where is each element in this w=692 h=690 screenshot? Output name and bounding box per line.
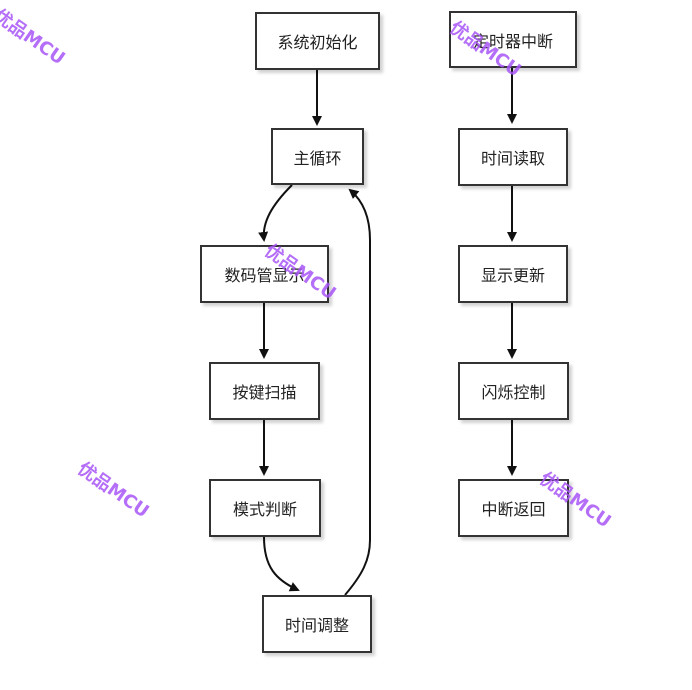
node-key-scan: 按键扫描 [209,362,320,420]
edge-modejudge-to-timeadjust [263,536,300,592]
node-timer-interrupt: 定时器中断 [449,11,577,68]
node-display: 数码管显示 [200,245,329,303]
node-interrupt-return: 中断返回 [458,479,569,537]
edge-mainloop-to-display [258,184,293,242]
edge-timeadjust-to-mainloop [344,188,371,596]
node-time-read: 时间读取 [458,128,568,186]
node-mode-judge: 模式判断 [209,479,321,537]
node-display-update: 显示更新 [458,245,568,303]
node-system-init: 系统初始化 [255,12,380,70]
node-time-adjust: 时间调整 [262,595,372,653]
node-main-loop: 主循环 [271,128,364,185]
node-blink-control: 闪烁控制 [458,362,569,420]
